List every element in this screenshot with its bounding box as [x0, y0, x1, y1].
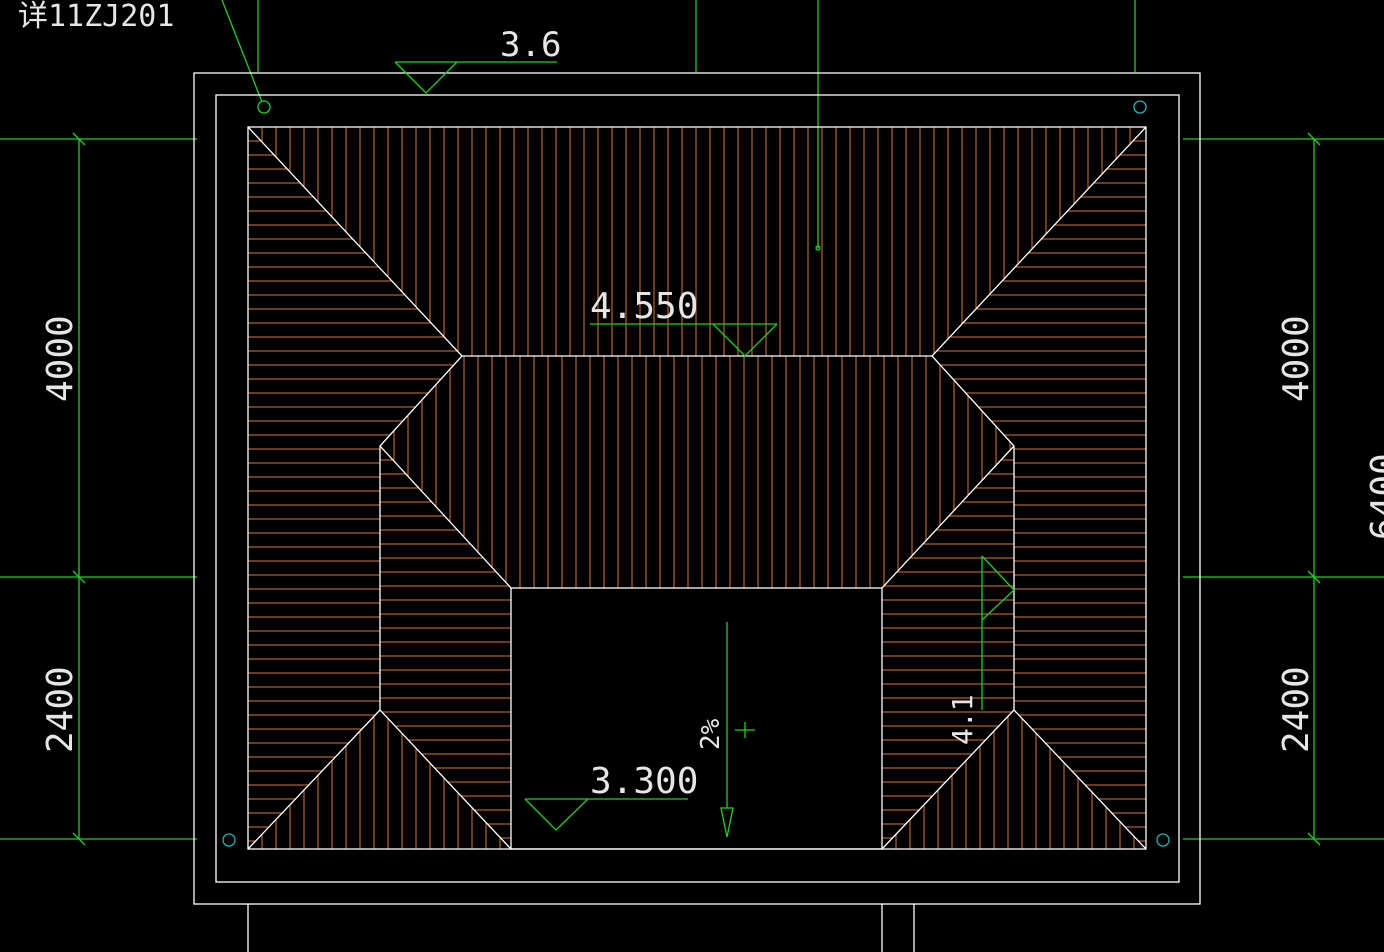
detail-reference: 详11ZJ201: [18, 0, 174, 34]
leader-dot: [815, 245, 821, 251]
roof-hatching: [248, 127, 1146, 849]
grid-lines: [0, 0, 1384, 846]
dim-right-lower: 2400: [1276, 666, 1317, 753]
dim-right-upper: 4000: [1276, 315, 1317, 402]
corner-marker: [1156, 833, 1170, 847]
ridge-elevation: 4.550: [590, 286, 698, 327]
dim-left-upper: 4000: [40, 315, 81, 402]
dim-left-lower: 2400: [40, 666, 81, 753]
leader-marker: [257, 100, 271, 114]
roof-outline: [193, 72, 1201, 952]
corner-markers: [222, 100, 1170, 847]
eave-elevation: 3.300: [590, 761, 698, 802]
corner-marker: [1133, 100, 1147, 114]
dim-right-partial: 6400: [1364, 453, 1384, 540]
top-elevation: 3.6: [500, 25, 561, 65]
elevation-symbols: [394, 61, 1015, 838]
slope-value: 2%: [696, 718, 726, 750]
side-slope: 4.1: [946, 694, 979, 745]
corner-marker: [222, 833, 236, 847]
